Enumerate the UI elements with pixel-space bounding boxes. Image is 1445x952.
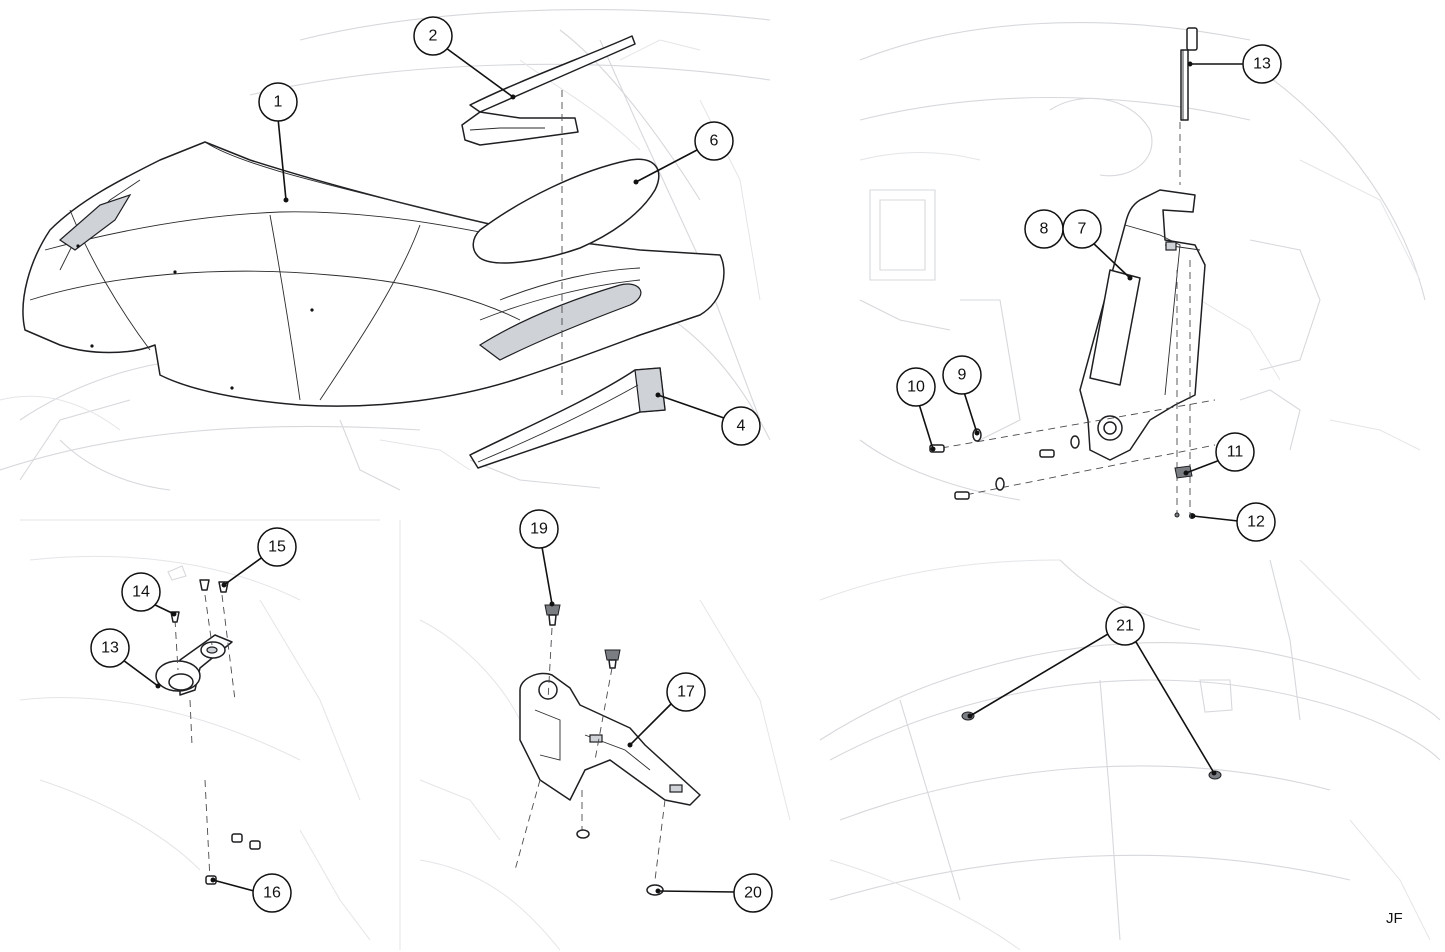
- callout-2: 2: [413, 16, 453, 56]
- bolt-19: [544, 604, 561, 626]
- bolt-upper: [604, 649, 621, 669]
- hood-seal: [461, 35, 636, 146]
- callout-11: 11: [1215, 432, 1255, 472]
- leader-lines: [122, 47, 1244, 894]
- callout-21: 21: [1105, 606, 1145, 646]
- panel-hood-bumpers: [819, 559, 1441, 951]
- callout-7-label: 7: [1078, 221, 1087, 238]
- callout-19: 19: [519, 509, 559, 549]
- callout-13-strut-label: 13: [1253, 56, 1271, 73]
- callout-6-label: 6: [710, 133, 719, 150]
- nut: [1174, 465, 1193, 479]
- screws: [167, 565, 229, 623]
- panel-striker-bracket: [399, 520, 791, 951]
- callout-14: 14: [121, 572, 161, 612]
- callout-13-strut: 13: [1242, 44, 1282, 84]
- callout-21-label: 21: [1116, 618, 1134, 635]
- hood-panel: [22, 141, 725, 407]
- callout-19-label: 19: [530, 521, 548, 538]
- panel-hood-assembly: [0, 9, 771, 491]
- callout-20: 20: [733, 873, 773, 913]
- callout-6: 6: [694, 121, 734, 161]
- callout-12: 12: [1236, 502, 1276, 542]
- callout-20-label: 20: [744, 885, 762, 902]
- callout-11-label: 11: [1227, 444, 1244, 461]
- callout-15: 15: [257, 527, 297, 567]
- callout-8: 8: [1024, 209, 1064, 249]
- pin: [1174, 512, 1180, 518]
- callout-17-label: 17: [677, 684, 695, 701]
- hood-strut: [1180, 27, 1198, 121]
- callout-9: 9: [942, 355, 982, 395]
- callout-10: 10: [896, 367, 936, 407]
- latch-plate: [155, 634, 233, 696]
- callout-16-label: 16: [263, 885, 281, 902]
- callout-13-latch-label: 13: [101, 640, 119, 657]
- washers: [972, 428, 1080, 491]
- hood-strip: [469, 367, 666, 469]
- callout-10-label: 10: [907, 379, 925, 396]
- bolts: [929, 444, 1055, 500]
- callout-1-label: 1: [274, 94, 283, 111]
- callout-9-label: 9: [958, 367, 967, 384]
- panel-latch: [19, 519, 380, 941]
- panel-hinge-bracket: [859, 22, 1426, 519]
- callout-7: 7: [1062, 209, 1102, 249]
- hood-insulator-pad: [472, 158, 660, 264]
- nuts: [205, 833, 261, 885]
- callout-1: 1: [258, 82, 298, 122]
- striker-bracket: [519, 672, 701, 806]
- callout-8-label: 8: [1040, 221, 1049, 238]
- callout-4: 4: [721, 406, 761, 446]
- washer-lower: [576, 829, 590, 839]
- callout-17: 17: [666, 672, 706, 712]
- callout-13-latch: 13: [90, 628, 130, 668]
- callout-12-label: 12: [1247, 514, 1265, 531]
- nut-20: [646, 884, 664, 896]
- callout-2-label: 2: [429, 28, 438, 45]
- author-signature: JF: [1386, 910, 1403, 927]
- callout-4-label: 4: [737, 418, 746, 435]
- callout-14-label: 14: [132, 584, 150, 601]
- callout-15-label: 15: [268, 539, 286, 556]
- hinge-bracket: [1079, 189, 1206, 461]
- callout-16: 16: [252, 873, 292, 913]
